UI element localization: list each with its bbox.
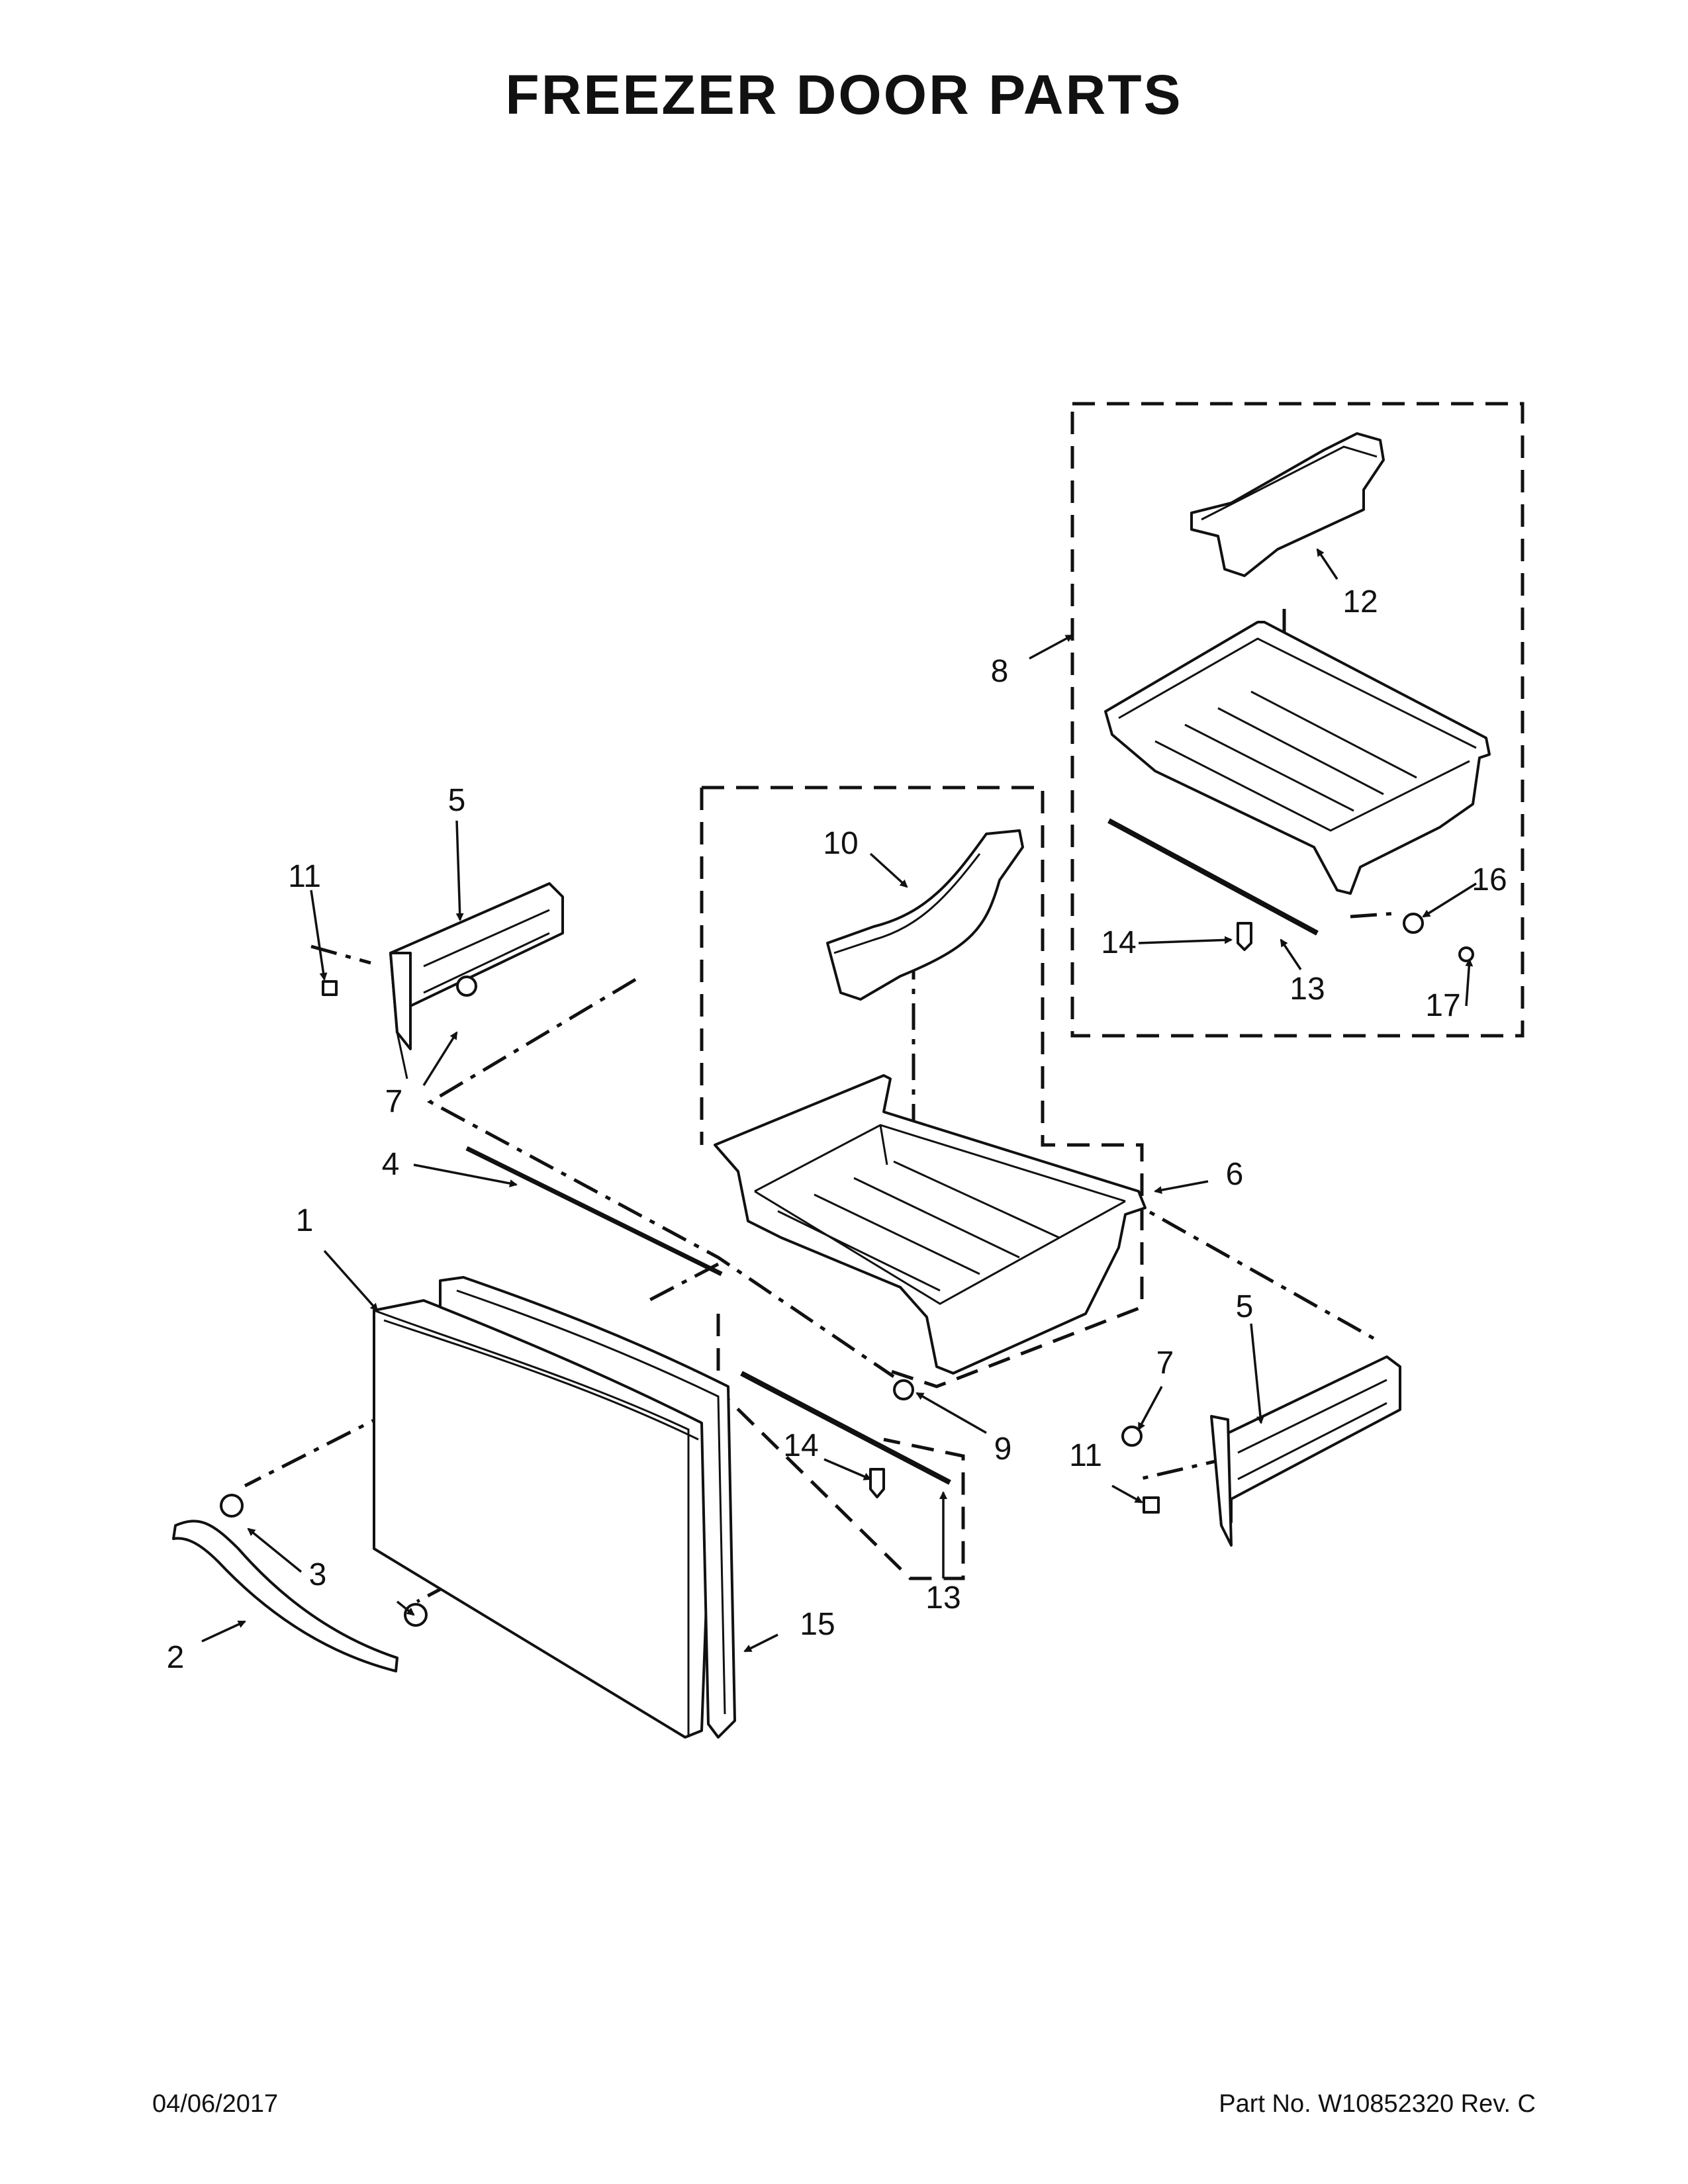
callout-1: 1	[296, 1203, 314, 1238]
upper-small-bin-part	[1190, 432, 1385, 577]
callout-15: 15	[800, 1607, 835, 1642]
small-screw-part	[1458, 946, 1474, 962]
callout-7-left: 7	[385, 1084, 403, 1119]
left-fastener-part	[456, 976, 477, 997]
right-fastener-part	[1121, 1426, 1143, 1447]
callout-11-right: 11	[1069, 1438, 1102, 1473]
footer-part-number: Part No. W10852320 Rev. C	[1219, 2090, 1536, 2118]
callout-6: 6	[1226, 1157, 1244, 1192]
callout-17: 17	[1425, 988, 1460, 1023]
callout-5-right: 5	[1236, 1289, 1254, 1324]
callout-14-upper: 14	[1101, 925, 1136, 960]
callout-9: 9	[994, 1432, 1012, 1467]
callout-8: 8	[991, 654, 1009, 689]
upper-screw-part	[1237, 922, 1252, 951]
lower-rail-part	[740, 1371, 951, 1485]
callout-11-left: 11	[288, 859, 321, 894]
washer-part	[1403, 913, 1424, 934]
rod-part	[465, 1146, 723, 1277]
lower-basket-part	[714, 1074, 1147, 1375]
right-slide-rail-part	[1210, 1355, 1401, 1547]
left-slide-rail-part	[389, 882, 564, 1079]
callout-16: 16	[1472, 862, 1507, 897]
callout-3: 3	[309, 1557, 327, 1592]
left-clip-part	[322, 980, 338, 996]
footer-date: 04/06/2017	[152, 2090, 279, 2118]
right-clip-part	[1143, 1496, 1160, 1514]
callout-2: 2	[167, 1640, 185, 1675]
callout-labels: 1 2 3 4 5 5 6 7 7 8 9 10 11 11 12 13 13 …	[167, 584, 1507, 1675]
rail-hardware-box	[716, 1314, 965, 1580]
upper-basket-part	[1104, 621, 1491, 895]
lower-screw-part	[869, 1468, 885, 1498]
bumper-part	[893, 1379, 914, 1400]
callout-13-upper: 13	[1289, 972, 1325, 1007]
callout-leaders	[201, 548, 1477, 1653]
upper-rail-part	[1107, 818, 1319, 936]
callout-14-lower: 14	[783, 1428, 818, 1463]
callout-12: 12	[1342, 584, 1378, 619]
page-title: FREEZER DOOR PARTS	[505, 64, 1183, 126]
callout-5-left: 5	[448, 783, 466, 818]
callout-4: 4	[382, 1147, 400, 1182]
lower-basket-group-box	[700, 786, 1144, 1388]
upper-basket-group-box	[1070, 402, 1524, 1038]
door-gasket-part	[439, 1276, 736, 1739]
callout-10: 10	[823, 826, 858, 861]
callout-13-lower: 13	[925, 1580, 961, 1615]
callout-7-right: 7	[1156, 1345, 1174, 1381]
small-lower-bin-part	[826, 829, 1024, 1001]
door-handle-part	[172, 1520, 399, 1672]
